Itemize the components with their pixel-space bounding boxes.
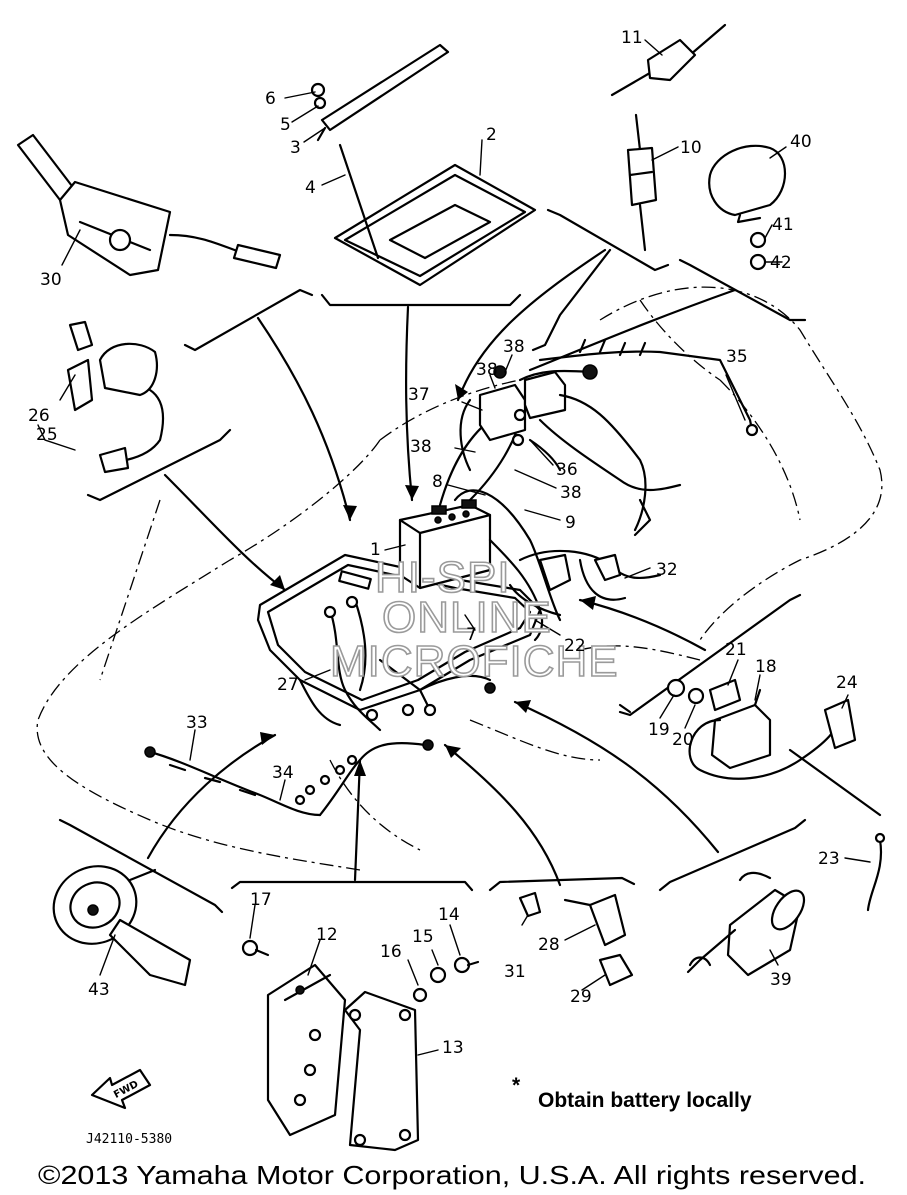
callout-25[interactable]: 25 [36, 425, 58, 445]
nuts-5-6 [310, 82, 327, 110]
callout-24[interactable]: 24 [836, 673, 858, 693]
callout-40[interactable]: 40 [790, 132, 812, 152]
callout-18[interactable]: 18 [755, 657, 777, 677]
callout-10[interactable]: 10 [680, 138, 702, 158]
callout-36[interactable]: 36 [556, 460, 578, 480]
battery-rod [338, 143, 380, 260]
harness-branch-right [508, 549, 662, 617]
callout-14[interactable]: 14 [438, 905, 460, 925]
watermark-line-2: ONLINE [382, 593, 552, 642]
callout-16[interactable]: 16 [380, 942, 402, 962]
callout-26[interactable]: 26 [28, 406, 50, 426]
fwd-arrow-icon: FWD [90, 1068, 152, 1110]
callout-41[interactable]: 41 [772, 215, 794, 235]
callout-28[interactable]: 28 [538, 935, 560, 955]
battery-note: Obtain battery locally [538, 1089, 752, 1112]
copyright-notice: ©2013 Yamaha Motor Corporation, U.S.A. A… [38, 1160, 866, 1190]
ignition-coil [666, 678, 857, 780]
callout-7[interactable]: 7 [466, 625, 477, 645]
callout-leaders [37, 39, 871, 1056]
lower-harness [144, 739, 434, 817]
mounting-bracket [343, 990, 420, 1152]
callout-9[interactable]: 9 [565, 513, 576, 533]
callout-12[interactable]: 12 [316, 925, 338, 945]
callout-31[interactable]: 31 [504, 962, 526, 982]
bolts-14-17 [241, 939, 480, 1003]
callout-3[interactable]: 3 [290, 138, 301, 158]
starter-motor [686, 871, 806, 977]
callout-30[interactable]: 30 [40, 270, 62, 290]
callout-13[interactable]: 13 [442, 1038, 464, 1058]
callout-8[interactable]: 8 [432, 472, 443, 492]
fuse-holder-11 [610, 23, 727, 97]
watermark-line-1: HI-SPI [375, 553, 511, 602]
ground-wire [866, 832, 886, 912]
note-asterisk: * [512, 1074, 521, 1097]
handlebar-switch [16, 133, 282, 277]
callout-43[interactable]: 43 [88, 980, 110, 1000]
callout-22[interactable]: 22 [564, 636, 586, 656]
callout-1[interactable]: 1 [370, 540, 381, 560]
callout-35[interactable]: 35 [726, 347, 748, 367]
main-wiring-harness [256, 553, 542, 732]
relay-cluster [459, 338, 759, 537]
callout-33[interactable]: 33 [186, 713, 208, 733]
callout-15[interactable]: 15 [412, 927, 434, 947]
callout-6[interactable]: 6 [265, 89, 276, 109]
neutral-switch [518, 891, 634, 987]
callout-numbers: 1 2 3 4 5 6 7 8 9 10 11 12 13 14 15 16 1… [28, 28, 858, 1058]
watermark-line-3: MICROFICHE [330, 637, 619, 686]
battery-strap [316, 43, 450, 142]
battery-box [333, 163, 537, 287]
horn [52, 865, 192, 987]
callout-38-right[interactable]: 38 [560, 483, 582, 503]
bracket-lines [58, 208, 882, 914]
rectifier-regulator [266, 963, 347, 1137]
callout-17[interactable]: 17 [250, 890, 272, 910]
watermark: HI-SPI ONLINE MICROFICHE [329, 552, 619, 687]
callout-23[interactable]: 23 [818, 849, 840, 869]
callout-39[interactable]: 39 [770, 970, 792, 990]
callout-2[interactable]: 2 [486, 125, 497, 145]
callout-19[interactable]: 19 [648, 720, 670, 740]
drawing-code: J42110-5380 [86, 1132, 172, 1147]
callout-11[interactable]: 11 [621, 28, 643, 48]
callout-20[interactable]: 20 [672, 730, 694, 750]
callout-38-upper[interactable]: 38 [476, 360, 498, 380]
callout-34[interactable]: 34 [272, 763, 294, 783]
callout-37[interactable]: 37 [408, 385, 430, 405]
callout-5[interactable]: 5 [280, 115, 291, 135]
main-switch [66, 320, 165, 474]
fuse-holder-10 [626, 113, 658, 252]
callout-38-top[interactable]: 38 [503, 337, 525, 357]
callout-38-left[interactable]: 38 [410, 437, 432, 457]
callout-21[interactable]: 21 [725, 640, 747, 660]
callout-32[interactable]: 32 [656, 560, 678, 580]
callout-42[interactable]: 42 [770, 253, 792, 273]
flasher-relay [708, 144, 787, 271]
callout-29[interactable]: 29 [570, 987, 592, 1007]
callout-27[interactable]: 27 [277, 675, 299, 695]
callout-4[interactable]: 4 [305, 178, 316, 198]
